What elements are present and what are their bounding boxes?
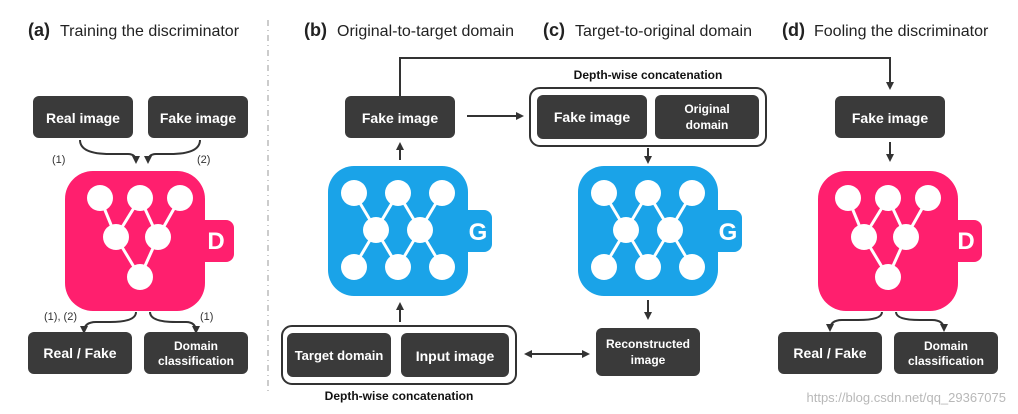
a-arrow-real-to-d [79,139,140,164]
b-input-image-label: Input image [416,348,495,364]
b-target-domain-label: Target domain [295,348,384,363]
a-in-label-2: (2) [197,154,210,166]
a-fake-image-box [148,96,248,138]
discriminator-a-letter: D [207,228,224,255]
b-fake-image-label: Fake image [362,110,438,126]
generator-b: G [328,166,492,296]
panel-b-letter: (b) [304,20,327,40]
d-fake-image-box [835,96,945,138]
c-original-domain-label-2: domain [686,118,729,132]
d-fake-image-label: Fake image [852,110,928,126]
d-arrow-d-to-realfake [826,311,883,332]
panel-c: Depth-wise concatenation Fake image Orig… [529,68,767,376]
generator-c-letter: G [719,219,738,246]
g-nodes [341,180,455,280]
b-concat-outline [281,325,517,385]
a-domain-cls-label-2: classification [158,354,234,368]
c-fake-image-label: Fake image [554,109,630,125]
discriminator-d: D [818,171,982,311]
d-nodes [835,185,941,290]
d-nodes [87,185,193,290]
panel-d-title: Fooling the discriminator [814,23,989,40]
a-real-image-label: Real image [46,110,120,126]
top-connector-arrow [399,57,894,96]
panel-a: Real image Fake image (1) (2) [28,96,248,374]
d-real-fake-box [778,332,882,374]
a-domain-cls-box [144,332,248,374]
generator-b-letter: G [469,219,488,246]
c-concat-label: Depth-wise concatenation [574,68,723,82]
a-arrow-d-to-realfake [80,311,137,334]
panel-d-letter: (d) [782,20,805,40]
b-concat-label: Depth-wise concatenation [325,389,474,403]
panel-b: Fake image [281,57,894,403]
b-fake-image-box [345,96,455,138]
d-domain-cls-label-1: Domain [924,339,968,353]
a-out-label-12: (1), (2) [44,311,77,323]
panel-c-title: Target-to-original domain [575,23,752,40]
c-original-domain-box [655,95,759,139]
c-original-domain-label-1: Original [684,102,729,116]
discriminator-a: D [65,171,234,311]
b-target-domain-box [287,333,391,377]
panel-d: Fake image D [778,96,998,374]
d-domain-cls-label-2: classification [908,354,984,368]
a-in-label-1: (1) [52,154,65,166]
a-real-image-box [33,96,133,138]
a-out-label-1: (1) [200,311,213,323]
panel-a-title: Training the discriminator [60,23,240,40]
c-reconstructed-label-1: Reconstructed [606,337,690,351]
discriminator-d-letter: D [957,228,974,255]
a-fake-image-label: Fake image [160,110,236,126]
watermark-text: https://blog.csdn.net/qq_29367075 [807,390,1007,405]
generator-c: G [578,166,742,296]
d-real-fake-label: Real / Fake [793,345,866,361]
a-arrow-d-to-domain [149,311,200,334]
panel-b-title: Original-to-target domain [337,23,514,40]
panel-c-letter: (c) [543,20,565,40]
d-domain-cls-box [894,332,998,374]
a-domain-cls-label-1: Domain [174,339,218,353]
c-fake-image-box [537,95,647,139]
g-nodes [591,180,705,280]
a-arrow-fake-to-d [144,139,201,164]
b-input-image-box [401,333,509,377]
d-arrow-d-to-domain [895,311,948,332]
c-concat-outline [529,87,767,147]
c-reconstructed-label-2: image [631,353,666,367]
a-real-fake-label: Real / Fake [43,345,116,361]
panel-a-letter: (a) [28,20,50,40]
a-real-fake-box [28,332,132,374]
c-reconstructed-box [596,328,700,376]
